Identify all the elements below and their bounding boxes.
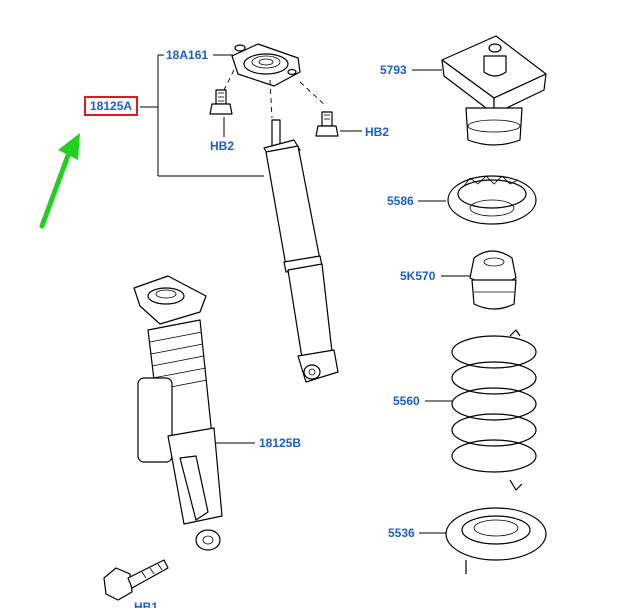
callout-18125B[interactable]: 18125B [259,436,302,450]
callout-18125A[interactable]: 18125A [84,96,139,116]
part-5K570 [469,250,517,310]
part-5536 [445,507,547,574]
callout-hb2-left[interactable]: HB2 [210,139,235,153]
shock-absorber-18125A [263,119,339,383]
bolt-bottom [103,559,169,601]
callout-hb2-right[interactable]: HB2 [365,125,390,139]
leader-lines-upper [140,54,362,444]
upper-mount-18A161 [223,43,327,119]
air-strut-18125B [133,275,223,551]
callout-5K570[interactable]: 5K570 [400,269,436,283]
part-5560 [451,329,537,491]
callout-18A161[interactable]: 18A161 [166,48,209,62]
callout-5560[interactable]: 5560 [393,394,420,408]
bolt-hb2-right [315,111,339,137]
leader-lines-right [412,69,470,534]
pointer-arrow-icon [39,133,80,229]
callout-5586[interactable]: 5586 [387,194,414,208]
callout-5536[interactable]: 5536 [388,526,415,540]
callout-5793[interactable]: 5793 [380,63,407,77]
part-5793 [441,35,547,146]
bolt-hb2-left [209,89,233,115]
part-5586 [447,175,537,225]
callout-hb-bottom[interactable]: HB1 [134,600,159,608]
